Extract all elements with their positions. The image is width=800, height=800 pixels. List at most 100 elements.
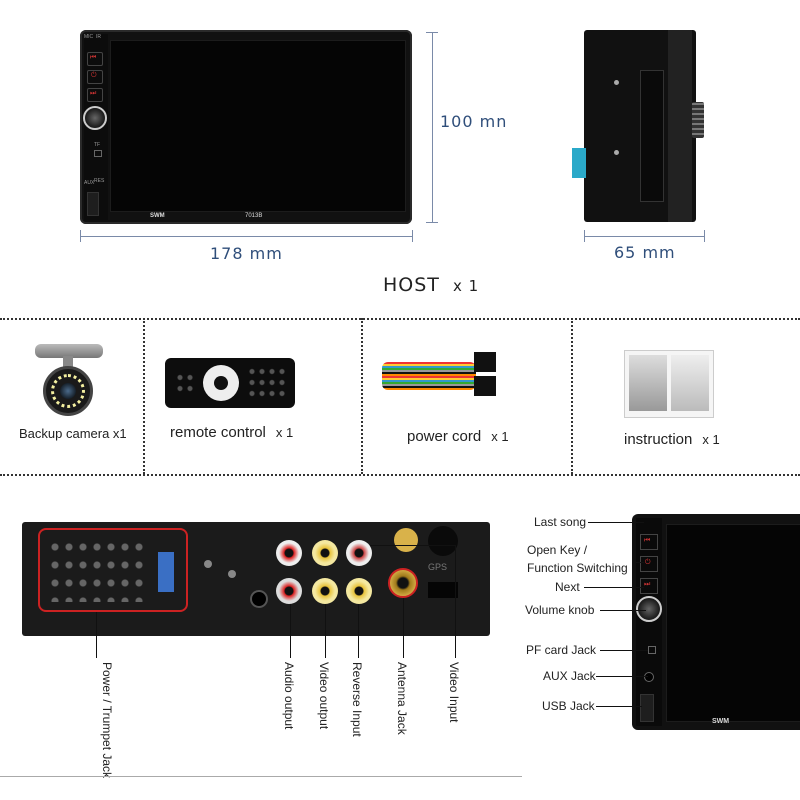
reverse-input-port[interactable] bbox=[346, 540, 372, 566]
camera-bracket bbox=[35, 344, 103, 358]
mic-label: MIC bbox=[84, 34, 94, 40]
video-output-yellow-2[interactable] bbox=[312, 578, 338, 604]
tf-label: TF bbox=[94, 142, 101, 148]
closeup-tf-slot[interactable] bbox=[648, 646, 656, 654]
closeup-aux-port[interactable] bbox=[644, 672, 654, 682]
side-front-bezel bbox=[668, 30, 692, 222]
accessory-power-cord-count: x 1 bbox=[491, 429, 509, 444]
power-cord-image bbox=[382, 350, 502, 400]
mode-button[interactable]: ⏻ bbox=[87, 70, 103, 84]
host-front-unit: MIC IR ⏮ ⏻ ⏭ TF RES AUX SWM 7013B bbox=[80, 30, 412, 224]
side-bracket bbox=[640, 70, 664, 202]
screw-hole-2 bbox=[228, 570, 236, 578]
divider-col-2 bbox=[361, 318, 363, 474]
remote-side-keys bbox=[175, 372, 195, 394]
last-song-button[interactable]: ⏮ bbox=[87, 52, 103, 66]
accessory-backup-camera: Backup camera x1 bbox=[19, 426, 127, 441]
leader-volume-knob bbox=[600, 610, 646, 611]
camera-led-ring bbox=[51, 374, 85, 408]
depth-dimension-line bbox=[584, 236, 704, 237]
leader-usb-jack bbox=[596, 706, 642, 707]
leader-aux-jack bbox=[596, 676, 648, 677]
accessory-remote-control-count: x 1 bbox=[275, 425, 294, 440]
camera-stem bbox=[63, 356, 73, 368]
closeup-mode-button[interactable]: ⏻ bbox=[640, 556, 658, 572]
host-model: 7013B bbox=[245, 213, 263, 219]
instruction-page-1 bbox=[629, 355, 667, 411]
callout-function-switching: Function Switching bbox=[527, 561, 628, 575]
closeup-strip bbox=[636, 518, 662, 726]
accessory-backup-camera-name: Backup camera x1 bbox=[19, 426, 127, 441]
accessory-remote-control-name: remote control bbox=[170, 424, 266, 441]
host-title: HOST x 1 bbox=[383, 274, 479, 296]
width-dimension-line bbox=[80, 236, 412, 237]
host-title-text: HOST bbox=[383, 274, 440, 296]
callout-open-key: Open Key / bbox=[527, 543, 588, 557]
accessory-remote-control: remote control x 1 bbox=[170, 424, 293, 441]
aux-label: AUX bbox=[84, 180, 95, 186]
label-power-trumpet-jack: Power / Trumpet Jack bbox=[100, 662, 114, 779]
antenna-jack[interactable] bbox=[388, 568, 418, 598]
camera-lens bbox=[60, 383, 76, 399]
host-brand: SWM bbox=[150, 213, 165, 219]
power-icon: ⏻ bbox=[91, 72, 97, 79]
volume-knob[interactable] bbox=[83, 106, 107, 130]
callout-volume-knob: Volume knob bbox=[525, 603, 595, 617]
ir-label: IR bbox=[96, 34, 101, 40]
gps-label: GPS bbox=[428, 562, 448, 572]
rear-panel: GPS bbox=[22, 522, 490, 636]
callout-last-song: Last song bbox=[534, 515, 587, 529]
width-dimension-tick-right bbox=[412, 230, 413, 242]
accessory-power-cord: power cord x 1 bbox=[407, 428, 509, 445]
reverse-input-port-2[interactable] bbox=[346, 578, 372, 604]
power-connector[interactable] bbox=[38, 528, 188, 612]
height-dimension-tick-bottom bbox=[426, 222, 438, 223]
backup-camera-image bbox=[33, 342, 105, 418]
cord-plug-2 bbox=[474, 376, 496, 396]
side-knob bbox=[692, 102, 704, 138]
callout-usb-jack: USB Jack bbox=[542, 699, 595, 713]
video-in-callout-line bbox=[455, 545, 456, 658]
video-in-callout-elbow bbox=[370, 545, 455, 546]
aux-port[interactable] bbox=[250, 590, 268, 608]
host-screen bbox=[110, 40, 406, 212]
accessory-power-cord-name: power cord bbox=[407, 428, 482, 445]
closeup-last-song-icon: ⏮ bbox=[644, 537, 651, 544]
side-hole-2 bbox=[614, 150, 619, 155]
audio-callout-line bbox=[290, 604, 291, 658]
closeup-usb-slot[interactable] bbox=[640, 694, 654, 722]
power-connector-pins bbox=[48, 538, 148, 602]
usb-slot[interactable] bbox=[87, 192, 99, 216]
audio-output-red[interactable] bbox=[276, 540, 302, 566]
video-output-yellow[interactable] bbox=[312, 540, 338, 566]
closeup-last-song-button[interactable]: ⏮ bbox=[640, 534, 658, 550]
gps-block bbox=[428, 582, 458, 598]
gps-port[interactable] bbox=[428, 526, 458, 556]
side-sd-card bbox=[572, 148, 586, 178]
closeup-power-icon: ⏻ bbox=[645, 559, 651, 566]
leader-next bbox=[584, 587, 644, 588]
cord-wires bbox=[382, 362, 476, 390]
reverse-callout-line bbox=[358, 604, 359, 658]
divider-bottom bbox=[0, 474, 800, 476]
next-button[interactable]: ⏭ bbox=[87, 88, 103, 102]
audio-output-white[interactable] bbox=[276, 578, 302, 604]
height-dimension-tick-top bbox=[426, 32, 438, 33]
depth-dimension-tick-right bbox=[704, 230, 705, 242]
cord-plug-1 bbox=[474, 352, 496, 372]
accessory-instruction-name: instruction bbox=[624, 431, 693, 448]
leader-pf-card bbox=[600, 650, 648, 651]
depth-dimension-tick-left bbox=[584, 230, 585, 242]
next-icon: ⏭ bbox=[90, 90, 97, 97]
callout-pf-card-jack: PF card Jack bbox=[526, 643, 597, 657]
height-dimension-label: 100 mn bbox=[440, 112, 508, 131]
video-out-callout-line bbox=[325, 604, 326, 658]
divider-col-3 bbox=[571, 318, 573, 474]
callout-next: Next bbox=[555, 580, 580, 594]
width-dimension-tick-left bbox=[80, 230, 81, 242]
closeup-volume-knob[interactable] bbox=[636, 596, 662, 622]
divider-top bbox=[0, 318, 800, 320]
closeup-next-button[interactable]: ⏭ bbox=[640, 578, 658, 594]
gold-badge bbox=[394, 528, 418, 552]
tf-slot[interactable] bbox=[94, 150, 102, 157]
